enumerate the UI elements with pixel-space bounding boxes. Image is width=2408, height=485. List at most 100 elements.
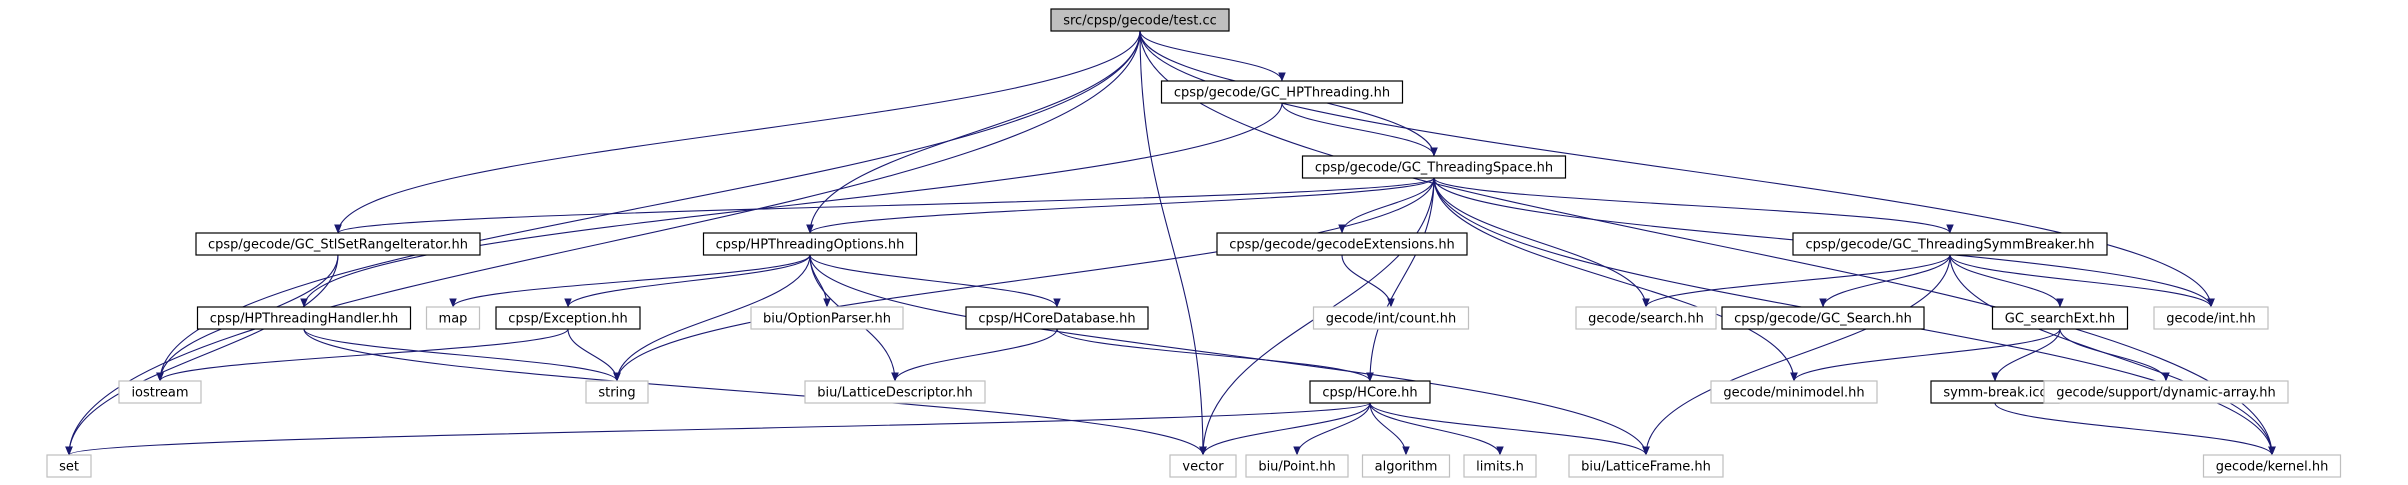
edge-gc-stlsetrangeiterator-to-set — [65, 254, 339, 456]
node-gecode-int-count: gecode/int/count.hh — [1312, 306, 1470, 330]
node-box — [1245, 454, 1349, 478]
node-gc-threadingspace[interactable]: cpsp/gecode/GC_ThreadingSpace.hh — [1301, 155, 1567, 179]
node-label: src/cpsp/gecode/test.cc — [1063, 14, 1217, 29]
edge-hcore-to-latticeframe — [1369, 402, 1650, 456]
node-label: cpsp/HPThreadingOptions.hh — [716, 238, 905, 253]
edge-gc-searchext-to-dynamic-array — [2059, 328, 2170, 382]
node-box — [1361, 454, 1451, 478]
node-gc-hpthreading[interactable]: cpsp/gecode/GC_HPThreading.hh — [1160, 80, 1404, 104]
node-box — [1568, 454, 1724, 478]
node-box — [118, 380, 202, 404]
edge-gecodeextensions-to-gecode-int-count — [1341, 254, 1395, 308]
node-hpthreadingoptions[interactable]: cpsp/HPThreadingOptions.hh — [702, 232, 918, 256]
node-gc-stlsetrangeiterator[interactable]: cpsp/gecode/GC_StlSetRangeIterator.hh — [195, 232, 481, 256]
node-gc-search[interactable]: cpsp/gecode/GC_Search.hh — [1721, 306, 1925, 330]
node-label: cpsp/HCore.hh — [1322, 386, 1417, 401]
edge-gc-searchext-to-gecode-minimodel — [1790, 328, 2061, 382]
edge-gc-threadingspace-to-gc-stlsetrangeiterator — [334, 177, 1435, 234]
node-box — [1721, 306, 1925, 330]
node-label: set — [59, 460, 79, 475]
node-box — [1050, 8, 1230, 32]
node-box — [195, 232, 481, 256]
node-label: cpsp/HPThreadingHandler.hh — [210, 312, 399, 327]
node-algorithm: algorithm — [1361, 454, 1451, 478]
edge-hcore-to-biu-point — [1293, 402, 1371, 456]
node-label: cpsp/gecode/GC_ThreadingSymmBreaker.hh — [1805, 238, 2094, 253]
edge-hpthreadingoptions-to-map — [449, 254, 811, 308]
node-label: cpsp/gecode/GC_ThreadingSpace.hh — [1315, 161, 1553, 176]
node-label: limits.h — [1476, 460, 1524, 475]
node-label: cpsp/gecode/GC_StlSetRangeIterator.hh — [208, 238, 468, 253]
edge-gc-threadingspace-to-gecodeextensions — [1338, 177, 1435, 234]
edge-gc-threadingspace-to-gecode-minimodel — [1433, 177, 1798, 382]
node-label: biu/OptionParser.hh — [763, 312, 891, 327]
edge-hpthreadingoptions-to-exception — [564, 254, 811, 308]
edge-test-cc-to-gecode-kernel — [1139, 30, 2276, 456]
node-box — [1463, 454, 1537, 478]
nodes-layer: src/cpsp/gecode/test.cc cpsp/gecode/GC_HP… — [46, 8, 2342, 478]
node-latticedescriptor: biu/LatticeDescriptor.hh — [804, 380, 986, 404]
edge-gc-threadingspace-to-string — [613, 177, 1435, 382]
node-box — [2202, 454, 2342, 478]
node-box — [1160, 80, 1404, 104]
edge-gc-threadingspace-to-hpthreadingoptions — [806, 177, 1435, 234]
node-gecode-search: gecode/search.hh — [1575, 306, 1717, 330]
node-label: biu/LatticeDescriptor.hh — [817, 386, 973, 401]
edge-hcore-to-vector — [1199, 402, 1371, 456]
node-label: cpsp/gecode/GC_Search.hh — [1734, 312, 1912, 327]
edge-gc-threadingspace-to-hcore — [1366, 177, 1435, 382]
edge-gc-threadingspace-to-gc-threadingsymmbreaker — [1433, 177, 1954, 234]
node-box — [46, 454, 92, 478]
edge-gc-threadingsymmbreaker-to-gecode-search — [1642, 254, 1951, 308]
node-hpthreadinghandler[interactable]: cpsp/HPThreadingHandler.hh — [196, 306, 412, 330]
edge-hpthreadingoptions-to-hcoredatabase — [809, 254, 1061, 308]
node-box — [1216, 232, 1468, 256]
edge-exception-to-iostream — [156, 328, 569, 382]
node-vector: vector — [1169, 454, 1237, 478]
node-label: gecode/int/count.hh — [1326, 312, 1457, 327]
node-gc-searchext[interactable]: GC_searchExt.hh — [1991, 306, 2129, 330]
node-label: gecode/kernel.hh — [2216, 460, 2329, 475]
node-gecode-minimodel: gecode/minimodel.hh — [1710, 380, 1878, 404]
edge-hcoredatabase-to-hcore — [1056, 328, 1374, 382]
edge-hpthreadingoptions-to-latticeframe — [809, 254, 1650, 456]
node-exception[interactable]: cpsp/Exception.hh — [495, 306, 641, 330]
edge-gc-threadingsymmbreaker-to-gecode-int — [1949, 254, 2215, 308]
node-box — [425, 306, 481, 330]
edge-gc-threadingsymmbreaker-to-gc-searchext — [1949, 254, 2064, 308]
node-optionparser: biu/OptionParser.hh — [750, 306, 904, 330]
node-hcoredatabase[interactable]: cpsp/HCoreDatabase.hh — [965, 306, 1149, 330]
node-label: cpsp/gecode/gecodeExtensions.hh — [1229, 238, 1455, 253]
edge-test-cc-to-gc-hpthreading — [1139, 30, 1286, 82]
node-box — [1169, 454, 1237, 478]
edge-gc-threadingspace-to-gecode-search — [1433, 177, 1650, 308]
node-gecode-int: gecode/int.hh — [2153, 306, 2269, 330]
edge-gc-threadingsymmbreaker-to-latticeframe — [1642, 254, 1951, 456]
node-box — [2153, 306, 2269, 330]
node-label: biu/Point.hh — [1258, 460, 1335, 475]
node-box — [965, 306, 1149, 330]
node-box — [1301, 155, 1567, 179]
edge-hpthreadingoptions-to-string — [613, 254, 811, 382]
node-gc-threadingsymmbreaker[interactable]: cpsp/gecode/GC_ThreadingSymmBreaker.hh — [1792, 232, 2108, 256]
node-box — [1575, 306, 1717, 330]
node-box — [1991, 306, 2129, 330]
node-box — [2043, 380, 2289, 404]
edge-hcoredatabase-to-latticedescriptor — [891, 328, 1058, 382]
node-hcore[interactable]: cpsp/HCore.hh — [1309, 380, 1431, 404]
node-box — [804, 380, 986, 404]
edge-gc-hpthreading-to-hpthreadinghandler — [300, 102, 1283, 308]
edge-gc-searchext-to-symm-break — [1991, 328, 2061, 382]
node-biu-point: biu/Point.hh — [1245, 454, 1349, 478]
node-dynamic-array: gecode/support/dynamic-array.hh — [2043, 380, 2289, 404]
node-box — [585, 380, 649, 404]
edge-exception-to-string — [567, 328, 621, 382]
node-gecode-kernel: gecode/kernel.hh — [2202, 454, 2342, 478]
node-symm-break[interactable]: symm-break.icc — [1930, 380, 2060, 404]
node-test-cc[interactable]: src/cpsp/gecode/test.cc — [1050, 8, 1230, 32]
node-label: biu/LatticeFrame.hh — [1581, 460, 1711, 475]
node-box — [1792, 232, 2108, 256]
node-latticeframe: biu/LatticeFrame.hh — [1568, 454, 1724, 478]
edge-symm-break-to-gecode-kernel — [1994, 402, 2276, 456]
node-gecodeextensions[interactable]: cpsp/gecode/gecodeExtensions.hh — [1216, 232, 1468, 256]
